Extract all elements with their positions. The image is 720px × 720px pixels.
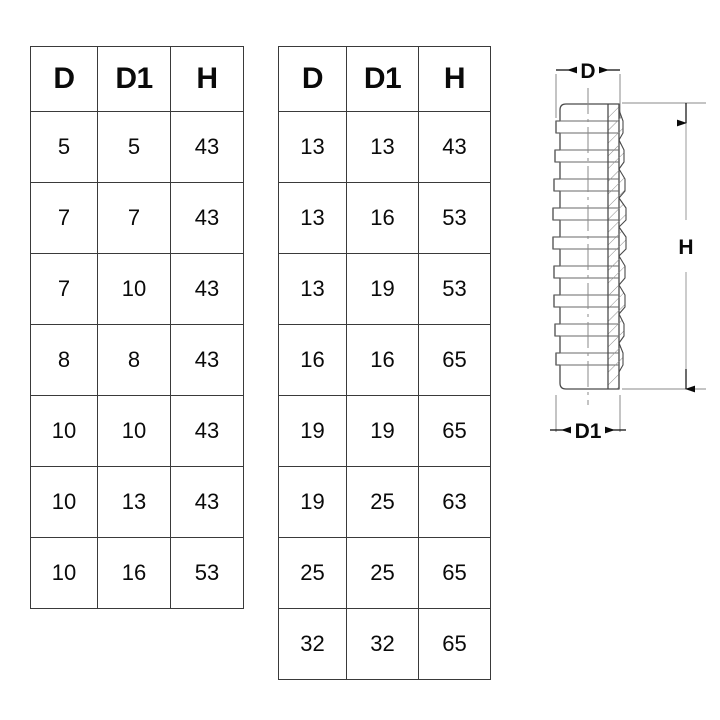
- table-row: 8 8 43: [30, 324, 244, 396]
- dimension-table-large: D D1 H 13 13 43 13 16 53 13 19 53 16: [278, 46, 491, 680]
- cell-d1: 8: [97, 324, 171, 396]
- table-row: 13 16 53: [278, 182, 491, 254]
- dimension-label-h: H: [678, 236, 693, 259]
- cell-d: 13: [278, 111, 347, 183]
- cell-h: 65: [418, 608, 491, 680]
- cell-d1: 7: [97, 182, 171, 254]
- cell-d1: 25: [346, 537, 419, 609]
- table-row: 10 13 43: [30, 466, 244, 538]
- table-header-row: D D1 H: [30, 46, 244, 112]
- cell-d1: 19: [346, 253, 419, 325]
- cell-h: 65: [418, 324, 491, 396]
- dimension-label-d1: D1: [575, 420, 602, 443]
- cell-d: 10: [30, 537, 98, 609]
- cell-d: 19: [278, 466, 347, 538]
- cell-h: 43: [418, 111, 491, 183]
- cell-d1: 10: [97, 395, 171, 467]
- cell-h: 53: [170, 537, 244, 609]
- cell-d: 7: [30, 182, 98, 254]
- cell-d: 7: [30, 253, 98, 325]
- column-header-d1: D1: [97, 46, 171, 112]
- cell-d: 10: [30, 466, 98, 538]
- cell-d1: 25: [346, 466, 419, 538]
- column-header-h: H: [170, 46, 244, 112]
- table-row: 7 10 43: [30, 253, 244, 325]
- column-header-d: D: [30, 46, 98, 112]
- table-row: 13 13 43: [278, 111, 491, 183]
- dimension-h: H: [677, 103, 695, 393]
- table-row: 19 19 65: [278, 395, 491, 467]
- cell-d1: 16: [346, 324, 419, 396]
- section-hatch: [607, 103, 627, 390]
- cell-d: 5: [30, 111, 98, 183]
- cell-d1: 32: [346, 608, 419, 680]
- column-header-d: D: [278, 46, 347, 112]
- cell-d: 13: [278, 253, 347, 325]
- table-row: 16 16 65: [278, 324, 491, 396]
- table-row: 13 19 53: [278, 253, 491, 325]
- table-row: 10 16 53: [30, 537, 244, 609]
- cell-d: 13: [278, 182, 347, 254]
- cell-d: 25: [278, 537, 347, 609]
- cell-d: 19: [278, 395, 347, 467]
- hose-barb-drawing: D D1 H: [520, 40, 715, 480]
- cell-d: 10: [30, 395, 98, 467]
- cell-d: 32: [278, 608, 347, 680]
- cell-h: 43: [170, 253, 244, 325]
- table-row: 5 5 43: [30, 111, 244, 183]
- cell-d1: 19: [346, 395, 419, 467]
- dimension-table-small: D D1 H 5 5 43 7 7 43 7 10 43 8: [30, 46, 244, 609]
- cell-h: 43: [170, 395, 244, 467]
- dimension-d: D: [556, 60, 620, 83]
- cell-d1: 16: [346, 182, 419, 254]
- cell-h: 53: [418, 182, 491, 254]
- cell-d1: 5: [97, 111, 171, 183]
- cell-h: 53: [418, 253, 491, 325]
- cell-h: 43: [170, 111, 244, 183]
- cell-d: 8: [30, 324, 98, 396]
- table-row: 7 7 43: [30, 182, 244, 254]
- table-row: 19 25 63: [278, 466, 491, 538]
- cell-h: 43: [170, 182, 244, 254]
- cell-d1: 13: [97, 466, 171, 538]
- cell-d: 16: [278, 324, 347, 396]
- cell-h: 65: [418, 395, 491, 467]
- cell-h: 43: [170, 324, 244, 396]
- cell-d1: 13: [346, 111, 419, 183]
- column-header-d1: D1: [346, 46, 419, 112]
- cell-h: 65: [418, 537, 491, 609]
- table-row: 32 32 65: [278, 608, 491, 680]
- column-header-h: H: [418, 46, 491, 112]
- table-row: 25 25 65: [278, 537, 491, 609]
- dimension-label-d: D: [580, 60, 595, 83]
- table-row: 10 10 43: [30, 395, 244, 467]
- dimension-d1: D1: [550, 420, 626, 443]
- cell-h: 43: [170, 466, 244, 538]
- cell-d1: 16: [97, 537, 171, 609]
- table-header-row: D D1 H: [278, 46, 491, 112]
- cell-h: 63: [418, 466, 491, 538]
- cell-d1: 10: [97, 253, 171, 325]
